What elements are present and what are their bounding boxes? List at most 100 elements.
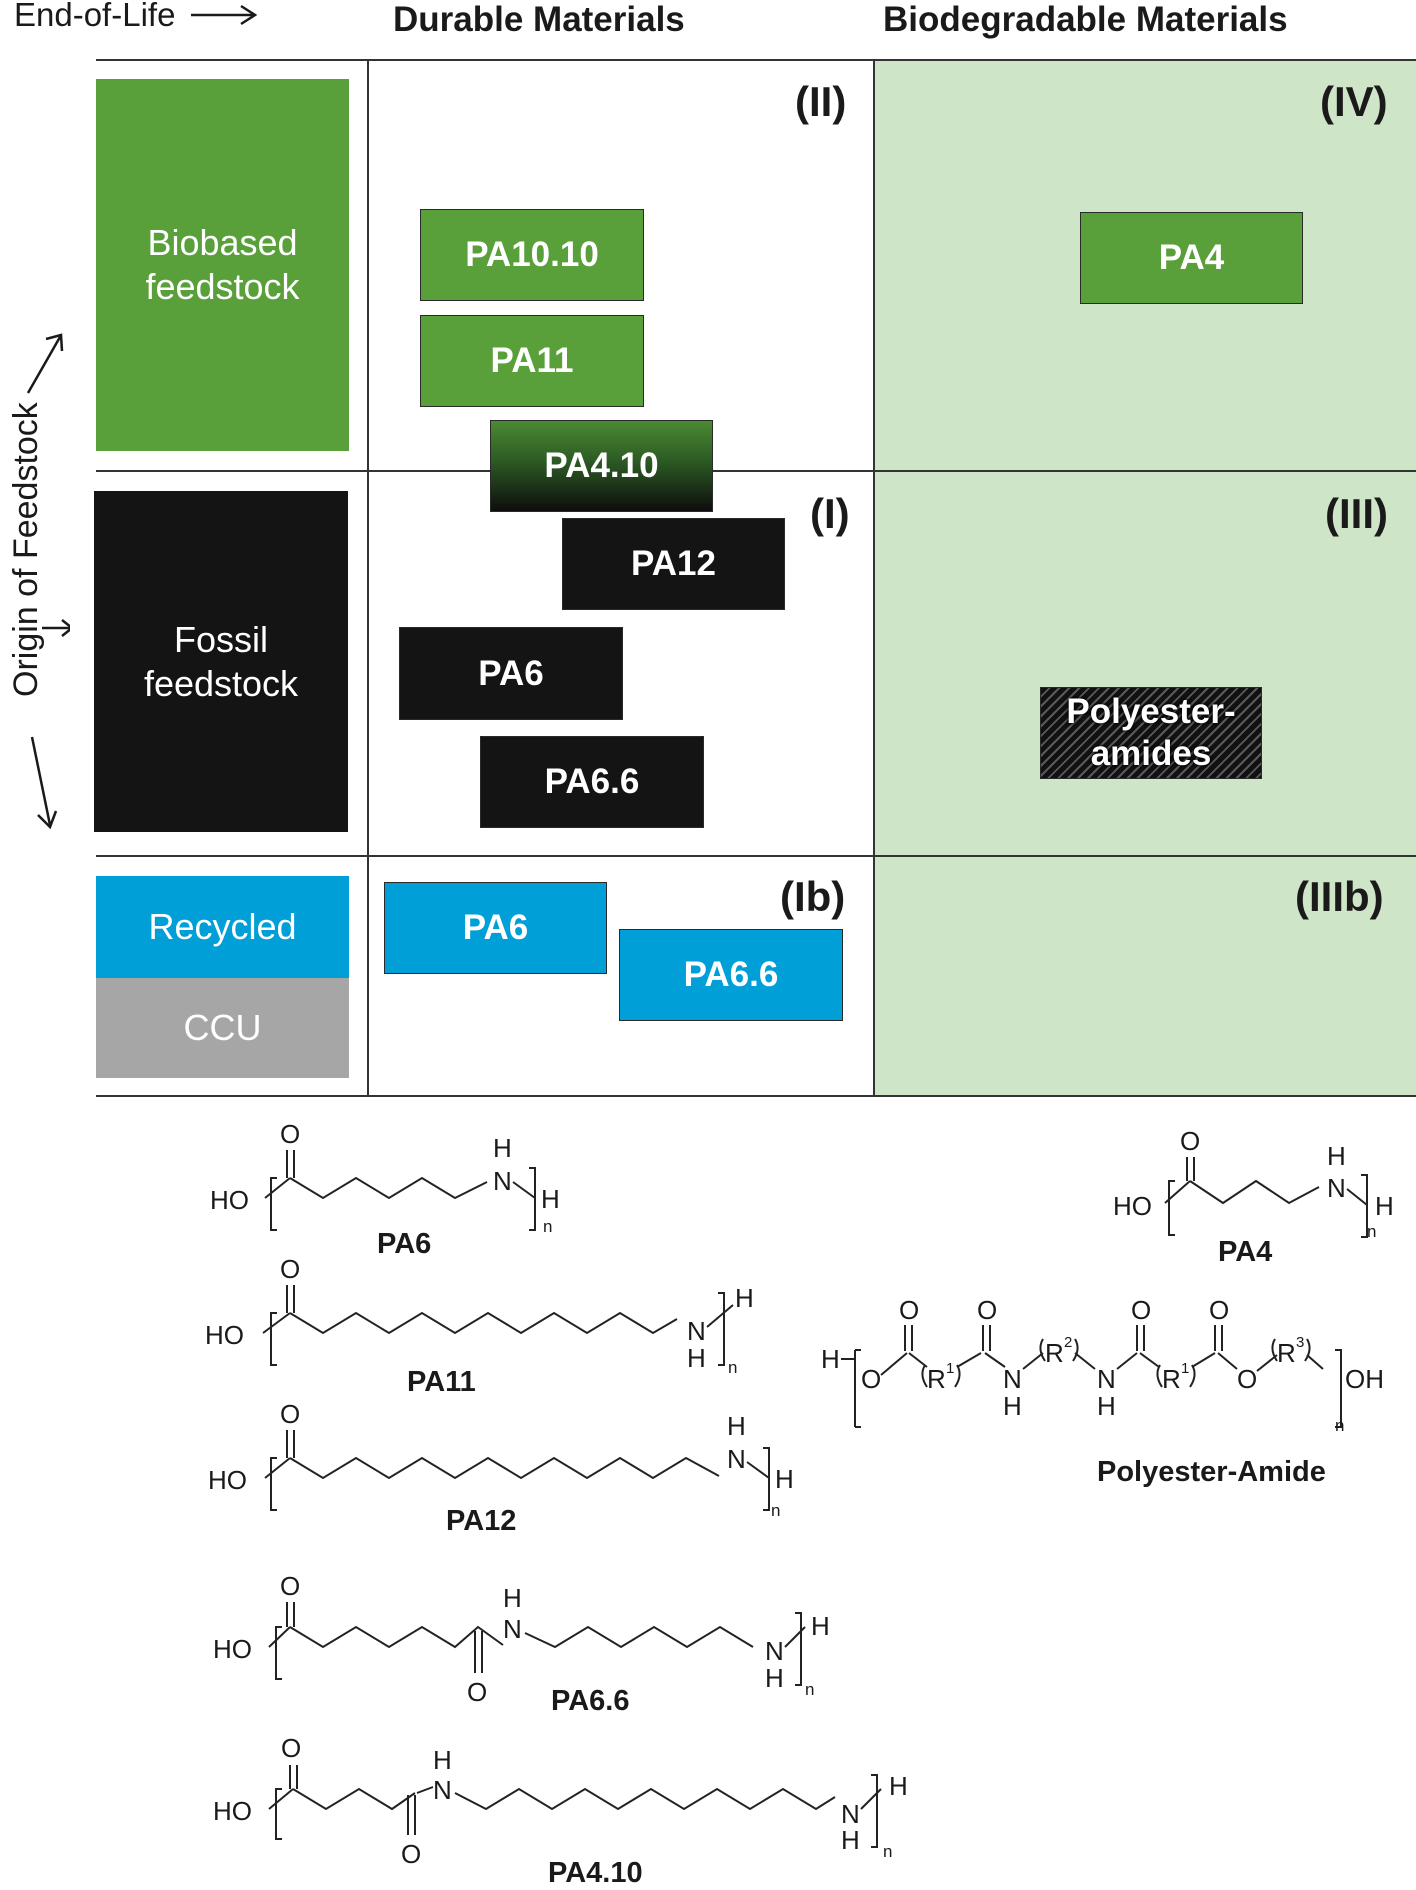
atom-subscript-n: n [728,1358,737,1377]
quadrant-label-i: (I) [810,490,850,537]
atom-n: N [1327,1173,1346,1203]
structure-pa6: HO O H N H n [210,1119,560,1236]
atom-ho: HO [208,1465,247,1495]
atom-h: H [841,1825,860,1855]
atom-h: H [811,1611,830,1641]
atom-n: N [1097,1364,1116,1394]
atom-superscript-1: 1 [1181,1360,1189,1377]
atom-n: N [687,1316,706,1346]
polyesteramides-label-line2: amides [1090,734,1212,773]
material-pa66: PA6.6 [480,736,704,828]
atom-n: N [1003,1364,1022,1394]
material-pa4: PA4 [1080,212,1303,304]
structure-name-pa12: PA12 [446,1505,517,1537]
atom-h: H [775,1464,794,1494]
atom-o: O [281,1733,301,1763]
atom-o: O [861,1364,881,1394]
atom-o: O [1237,1364,1257,1394]
biodegradable-materials-header: Biodegradable Materials [883,0,1288,39]
end-of-life-axis-label: End-of-Life [14,0,259,34]
atom-o: O [280,1254,300,1284]
atom-h: H [493,1133,512,1163]
quadrant-label-iv: (IV) [1320,78,1388,125]
atom-subscript-n: n [805,1680,814,1699]
atom-h: H [821,1344,840,1374]
material-pa11-label: PA11 [490,341,574,380]
grid-line-category-column [367,59,369,1097]
material-pa1010: PA10.10 [420,209,644,301]
atom-h: H [687,1343,706,1373]
quadrant-label-iiib: (IIIb) [1295,873,1384,920]
material-pa1010-label: PA10.10 [465,235,599,274]
atom-o: O [977,1295,997,1325]
atom-n: N [493,1166,512,1196]
atom-subscript-n: n [883,1842,892,1861]
atom-h: H [1375,1191,1394,1221]
atom-r3: R [1277,1338,1296,1368]
material-pa66-recycled: PA6.6 [619,929,843,1021]
atom-subscript-n: n [1335,1416,1344,1435]
fossil-label-line1: Fossil [173,618,268,660]
right-arrow-icon [191,4,258,26]
grid-line-top [96,59,1416,61]
material-pa11: PA11 [420,315,644,407]
atom-oh: OH [1345,1364,1384,1394]
material-pa410-label: PA4.10 [544,446,659,485]
atom-r2: R [1045,1338,1064,1368]
grid-line-durable-biodegradable [873,59,875,1097]
atom-o: O [467,1677,487,1707]
atom-ho: HO [213,1796,252,1826]
atom-h: H [889,1771,908,1801]
atom-subscript-n: n [1367,1222,1376,1241]
atom-ho: HO [1113,1191,1152,1221]
atom-ho: HO [205,1320,244,1350]
material-pa6-recycled: PA6 [384,882,607,974]
atom-h: H [735,1283,754,1313]
structure-name-polyester-amide: Polyester-Amide [1097,1456,1326,1488]
material-pa410: PA4.10 [490,420,713,512]
atom-ho: HO [210,1185,249,1215]
atom-h: H [1097,1391,1116,1421]
structure-pa4: HO O H N H n [1113,1126,1394,1241]
atom-superscript-2: 2 [1064,1334,1072,1351]
atom-h: H [433,1745,452,1775]
atom-r1: R [927,1364,946,1394]
grid-line-bottom [96,1095,1416,1097]
material-pa6: PA6 [399,627,623,720]
atom-n: N [841,1799,860,1829]
atom-o: O [1180,1126,1200,1156]
biobased-label-line2: feedstock [145,266,300,307]
atom-subscript-n: n [543,1217,552,1236]
quadrant-label-ib: (Ib) [780,873,846,920]
atom-o: O [280,1119,300,1149]
atom-o: O [899,1295,919,1325]
material-polyesteramides: Polyester- amides [1040,687,1262,779]
material-pa66-recycled-label: PA6.6 [683,955,779,994]
atom-o: O [280,1571,300,1601]
structure-name-pa11: PA11 [407,1366,476,1398]
atom-subscript-n: n [771,1501,780,1520]
atom-n: N [433,1775,452,1805]
structure-name-pa410: PA4.10 [548,1857,643,1889]
atom-superscript-1: 1 [946,1360,954,1377]
ccu-label: CCU [183,1007,262,1048]
quadrant-label-ii: (II) [795,78,847,125]
grid-line-fossil-recycled [96,855,1416,857]
grid-line-biobased-fossil [96,470,1416,472]
atom-o: O [280,1399,300,1429]
material-pa66-label: PA6.6 [544,762,640,801]
structure-pa11: HO O N H H n [205,1254,754,1377]
origin-arrows-icon [26,333,70,830]
atom-o: O [1209,1295,1229,1325]
atom-h: H [541,1184,560,1214]
structure-name-pa6: PA6 [377,1228,432,1260]
atom-n: N [727,1444,746,1474]
atom-o: O [1131,1295,1151,1325]
atom-ho: HO [213,1634,252,1664]
atom-h: H [503,1583,522,1613]
polyesteramides-label-line1: Polyester- [1066,692,1236,731]
atom-n: N [765,1636,784,1666]
end-of-life-text: End-of-Life [14,0,176,33]
